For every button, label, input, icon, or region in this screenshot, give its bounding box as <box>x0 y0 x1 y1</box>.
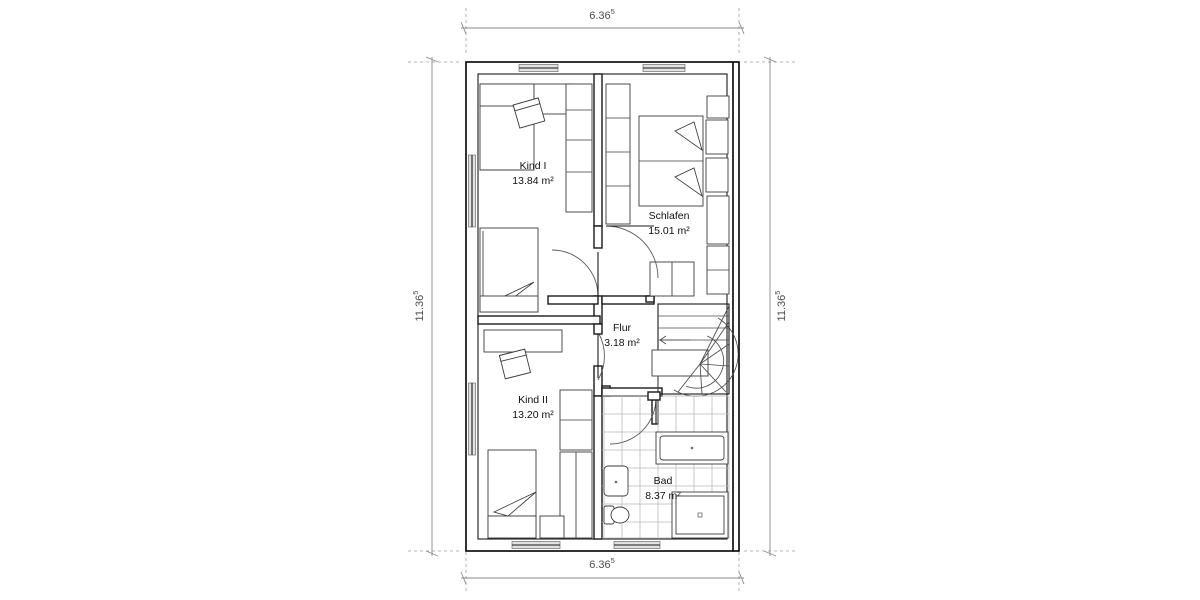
doors-group <box>547 225 661 445</box>
nightstands <box>705 119 729 193</box>
dimension-group-top: 6.365 <box>460 7 745 56</box>
schlafen-shelf <box>605 83 631 225</box>
shelf-kind-1 <box>565 83 593 213</box>
room-area-schlafen: 15.01 m² <box>648 225 690 237</box>
bed-kind-2 <box>487 449 537 539</box>
dim-left-value: 11.36 <box>414 295 426 322</box>
door-kind-2 <box>593 323 605 381</box>
svg-text:6.365: 6.365 <box>589 556 615 571</box>
room-label-schlafen: Schlafen <box>649 210 690 222</box>
room-kind-1: Kind I 13.84 m² <box>479 83 593 313</box>
wardrobe-schlafen <box>706 95 730 295</box>
room-label-flur: Flur <box>613 322 632 334</box>
room-bad: Bad 8.37 m² <box>602 395 730 539</box>
door-bad <box>609 391 661 445</box>
win-bottom-right <box>613 541 661 549</box>
dim-right-superscript: 5 <box>773 291 782 295</box>
chair-kind-1 <box>512 97 546 129</box>
double-bed <box>638 115 704 207</box>
toilet <box>603 505 630 525</box>
dim-top-superscript: 5 <box>611 7 615 16</box>
room-flur: Flur 3.18 m² <box>604 322 640 349</box>
door-schlafen <box>593 225 659 279</box>
windows-group <box>468 64 686 549</box>
win-left-lower <box>468 382 476 456</box>
dimension-group-bottom: 6.365 <box>460 552 745 594</box>
bed-kind-1 <box>479 83 535 171</box>
desk-kind-2 <box>483 329 563 380</box>
dimension-group-left: 11.365 <box>408 56 462 557</box>
room-label-bad: Bad <box>654 475 673 487</box>
room-kind-2: Kind II 13.20 m² <box>483 329 593 539</box>
room-label-kind-2: Kind II <box>518 394 548 406</box>
room-area-flur: 3.18 m² <box>604 337 640 349</box>
interior-walls <box>477 73 663 540</box>
win-top-left <box>518 64 559 72</box>
shower <box>671 491 729 539</box>
chair-kind-2 <box>498 348 532 380</box>
shelf-kind-2 <box>539 515 565 539</box>
dim-right-value: 11.36 <box>776 295 788 322</box>
washbasin <box>603 465 629 497</box>
svg-text:11.365: 11.365 <box>411 291 426 322</box>
room-area-kind-2: 13.20 m² <box>512 409 554 421</box>
svg-text:6.365: 6.365 <box>589 7 615 22</box>
room-label-kind-1: Kind I <box>520 160 547 172</box>
dim-bottom-value: 6.36 <box>589 559 610 571</box>
dim-top-value: 6.36 <box>589 10 610 22</box>
wardrobe-kind-2 <box>559 389 593 539</box>
bathtub <box>655 431 729 465</box>
dim-bottom-superscript: 5 <box>611 556 615 565</box>
dimension-group-right: 11.365 <box>744 56 796 557</box>
door-kind-1 <box>547 249 599 305</box>
win-left-upper <box>468 154 476 228</box>
svg-text:11.365: 11.365 <box>773 291 788 322</box>
room-schlafen: Schlafen 15.01 m² <box>605 83 730 297</box>
room-area-kind-1: 13.84 m² <box>512 175 554 187</box>
wardrobe-kind-1 <box>479 227 539 313</box>
win-top-right <box>642 64 686 72</box>
win-bottom-left <box>511 541 561 549</box>
room-area-bad: 8.37 m² <box>645 490 681 502</box>
dim-left-superscript: 5 <box>411 291 420 295</box>
